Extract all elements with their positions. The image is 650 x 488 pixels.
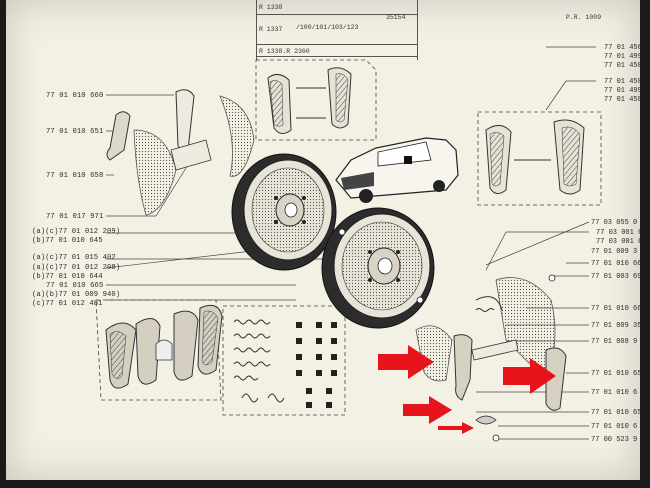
part-label: 77 01 017 971 bbox=[46, 213, 104, 221]
part-label: 77 01 010 66 bbox=[591, 305, 640, 313]
header-ref1: R 1338 bbox=[259, 4, 283, 11]
car-estate-icon bbox=[335, 137, 459, 203]
group-boxes bbox=[95, 59, 602, 416]
part-label: 77 01 010 651 bbox=[46, 128, 104, 136]
part-label: 77 01 010 660 bbox=[46, 92, 104, 100]
header-ref2-sub: /100/101/103/123 bbox=[296, 24, 359, 31]
part-label: 77 01 458 bbox=[604, 96, 640, 104]
part-label: (b)77 01 010 644 bbox=[32, 273, 103, 281]
part-label: 77 03 001 6 bbox=[596, 238, 640, 246]
arrow-right-icon bbox=[503, 358, 556, 394]
part-label: 77 01 010 65 bbox=[591, 409, 640, 417]
part-label: 77 01 010 665 bbox=[46, 282, 104, 290]
brake-shoe-set bbox=[105, 304, 223, 389]
brake-shoe-left-upper bbox=[106, 89, 255, 216]
part-label: 77 01 008 9 bbox=[591, 338, 638, 346]
leader-lines bbox=[105, 46, 596, 440]
part-label: 77 01 010 6 bbox=[591, 389, 638, 397]
part-label: 77 01 010 658 bbox=[46, 172, 104, 180]
brake-shoe-pair-top bbox=[267, 67, 352, 134]
part-label: (a)(b)77 01 009 940) bbox=[32, 291, 121, 299]
part-label: 77 01 499 bbox=[604, 87, 640, 95]
part-label: 77 01 458 bbox=[604, 78, 640, 86]
exploded-brake-diagram bbox=[95, 46, 602, 442]
part-label: (a)(c)77 01 015 402 bbox=[32, 254, 116, 262]
brake-shoe-pair-right bbox=[485, 119, 585, 195]
part-label: 77 01 458 bbox=[604, 62, 640, 70]
part-label: (a)(c)77 01 012 209) bbox=[32, 228, 121, 236]
catalog-page: R 1338 35154 R 1337 /100/101/103/123 R 1… bbox=[6, 0, 640, 480]
part-label: 77 00 523 9 bbox=[591, 436, 638, 444]
part-label: 77 03 055 0 bbox=[591, 219, 638, 227]
part-label: 77 01 456 bbox=[604, 44, 640, 52]
spring-icon bbox=[233, 308, 495, 403]
highlight-arrows bbox=[378, 345, 556, 434]
part-label: 77 01 499 bbox=[604, 53, 640, 61]
rear-shoe-assembly bbox=[415, 274, 567, 442]
header-ref-code: 35154 bbox=[386, 14, 406, 21]
part-label: (a)(c)77 01 012 208) bbox=[32, 264, 121, 272]
part-label: 77 01 010 6 bbox=[591, 423, 638, 431]
hardware-clips bbox=[296, 322, 337, 408]
part-label: 77 01 009 3 bbox=[591, 248, 638, 256]
part-label: 77 01 010 65 bbox=[591, 370, 640, 378]
header-ref3: R 1338.R 2360 bbox=[259, 48, 310, 55]
brake-drum-front bbox=[231, 153, 337, 271]
part-label: 77 01 010 66 bbox=[591, 260, 640, 268]
part-label: (b)77 01 010 645 bbox=[32, 237, 103, 245]
part-label: 77 01 009 35 bbox=[591, 322, 640, 330]
header-ref2: R 1337 bbox=[259, 26, 283, 33]
part-label: 77 01 003 69 bbox=[591, 273, 640, 281]
part-label: 77 03 001 6 bbox=[596, 229, 640, 237]
header-block bbox=[256, 0, 418, 60]
part-label: (c)77 01 012 481 bbox=[32, 300, 103, 308]
page-ref: P.R. 1009 bbox=[566, 14, 602, 21]
brake-drum-rear bbox=[321, 207, 435, 329]
arrow-right-icon bbox=[438, 422, 474, 434]
arrow-right-icon bbox=[403, 396, 452, 424]
arrow-right-icon bbox=[378, 345, 434, 379]
